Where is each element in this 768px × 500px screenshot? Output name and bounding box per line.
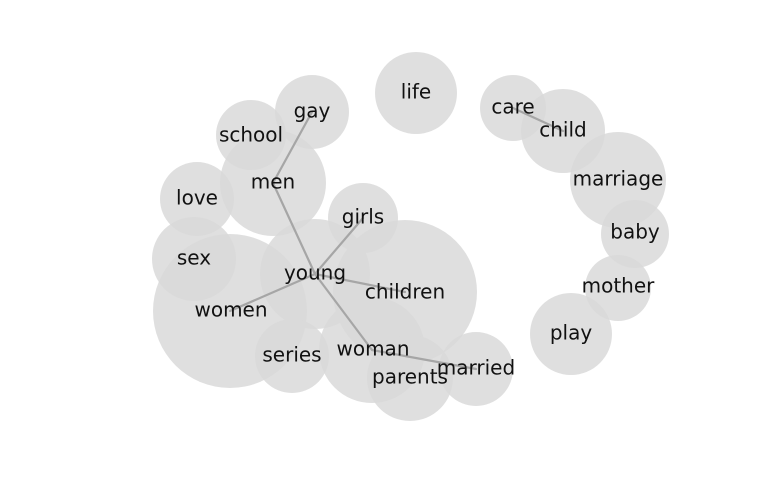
label-men: men (251, 170, 295, 194)
bubble-love (160, 162, 234, 236)
label-life: life (401, 80, 431, 104)
label-layer: women children men young woman parents marriag… (176, 80, 663, 389)
label-parents: parents (372, 365, 448, 389)
label-care: care (491, 95, 534, 119)
label-married: married (437, 356, 515, 380)
bubble-parents (367, 335, 453, 421)
edge-young-children (313, 272, 407, 294)
label-children: children (365, 280, 445, 304)
edge-young-girls (313, 216, 365, 276)
label-school: school (219, 123, 283, 147)
bubble-play (530, 293, 612, 375)
bubble-school (216, 100, 286, 170)
label-mother: mother (582, 274, 656, 298)
label-girls: girls (342, 205, 384, 229)
edge-woman-married (370, 348, 478, 371)
bubble-layer (152, 52, 669, 421)
edge-layer (228, 106, 565, 371)
bubble-baby (601, 200, 669, 268)
label-women: women (194, 298, 267, 322)
label-young: young (284, 261, 346, 285)
label-series: series (262, 343, 321, 367)
label-child: child (539, 118, 586, 142)
bubble-life (375, 52, 457, 134)
label-baby: baby (610, 220, 660, 244)
bubble-sex (152, 217, 236, 301)
label-gay: gay (294, 99, 331, 123)
bubble-series (255, 319, 329, 393)
label-play: play (550, 321, 593, 345)
label-woman: woman (336, 337, 409, 361)
edge-men-gay (271, 110, 314, 185)
edge-care-child (511, 106, 565, 133)
edge-young-woman (313, 272, 374, 352)
label-love: love (176, 186, 218, 210)
label-marriage: marriage (573, 167, 664, 191)
edge-young-women (228, 272, 317, 313)
label-sex: sex (177, 246, 211, 270)
edge-men-young (271, 181, 317, 276)
bubble-mother (585, 255, 651, 321)
